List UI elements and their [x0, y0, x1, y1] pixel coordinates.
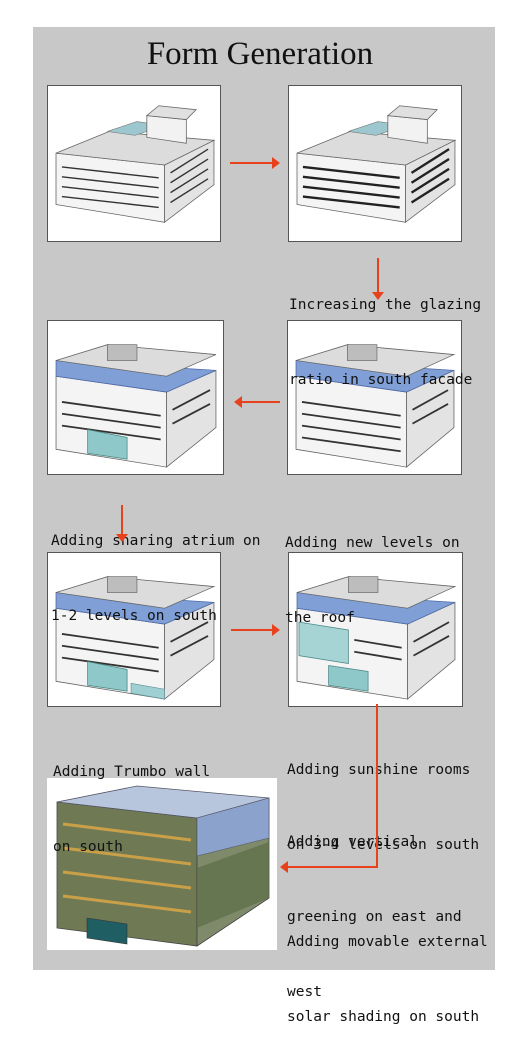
caption-line: Adding Trumbo wall [53, 764, 211, 780]
building-base-drawing [55, 105, 216, 224]
arrow-head [272, 624, 280, 636]
step-caption: Adding sharing atrium on 1-2 levels on s… [51, 479, 261, 654]
building-trumbo-wall-drawing [55, 576, 216, 700]
building-final-render-drawing [47, 778, 277, 950]
arrow-head [280, 861, 288, 873]
building-final-render-image [47, 778, 277, 950]
building-new-levels-drawing [295, 344, 456, 468]
arrow-head [372, 292, 384, 300]
arrow-head [234, 396, 242, 408]
building-glazing-drawing [296, 105, 457, 224]
caption-line: Adding new levels on [285, 535, 460, 551]
caption-line: on 3-4 levels on south [287, 837, 480, 853]
step-caption: Adding vertical greening on east and wes… [287, 780, 462, 1030]
diagram-title: Form Generation [146, 36, 374, 72]
building-sunshine-rooms-drawing [296, 576, 457, 700]
caption-line: on south [53, 839, 123, 855]
arrow-line [288, 704, 378, 868]
arrow-head [116, 534, 128, 542]
building-base-image [47, 85, 221, 242]
flow-arrows [116, 157, 384, 873]
caption-line: Adding sharing atrium on [51, 533, 261, 549]
caption-line: ratio in south facade [289, 372, 473, 388]
caption-line: greening on east and [287, 909, 462, 925]
building-trumbo-wall-image [47, 552, 221, 707]
caption-line: Adding vertical [287, 834, 418, 850]
arrow-head [272, 157, 280, 169]
building-sunshine-rooms-image [288, 552, 463, 707]
building-new-levels-image [287, 320, 462, 475]
caption-line: west [287, 984, 322, 1000]
caption-line: Adding sunshine rooms [287, 762, 471, 778]
building-glazing-image [288, 85, 462, 242]
step-caption: Adding new levels on the roof [285, 481, 460, 656]
caption-line: the roof [285, 610, 355, 626]
step-caption: Increasing the glazing ratio in south fa… [289, 243, 481, 418]
caption-line: 1-2 levels on south [51, 608, 217, 624]
caption-line: Adding movable external [287, 934, 488, 950]
caption-line: solar shading on south [287, 1009, 480, 1025]
step-caption: Adding Trumbo wall on south [53, 710, 210, 885]
step-caption: Adding sunshine rooms on 3-4 levels on s… [287, 708, 479, 883]
building-atrium-drawing [55, 344, 217, 468]
building-atrium-image [47, 320, 224, 475]
caption-line: Increasing the glazing [289, 297, 482, 313]
